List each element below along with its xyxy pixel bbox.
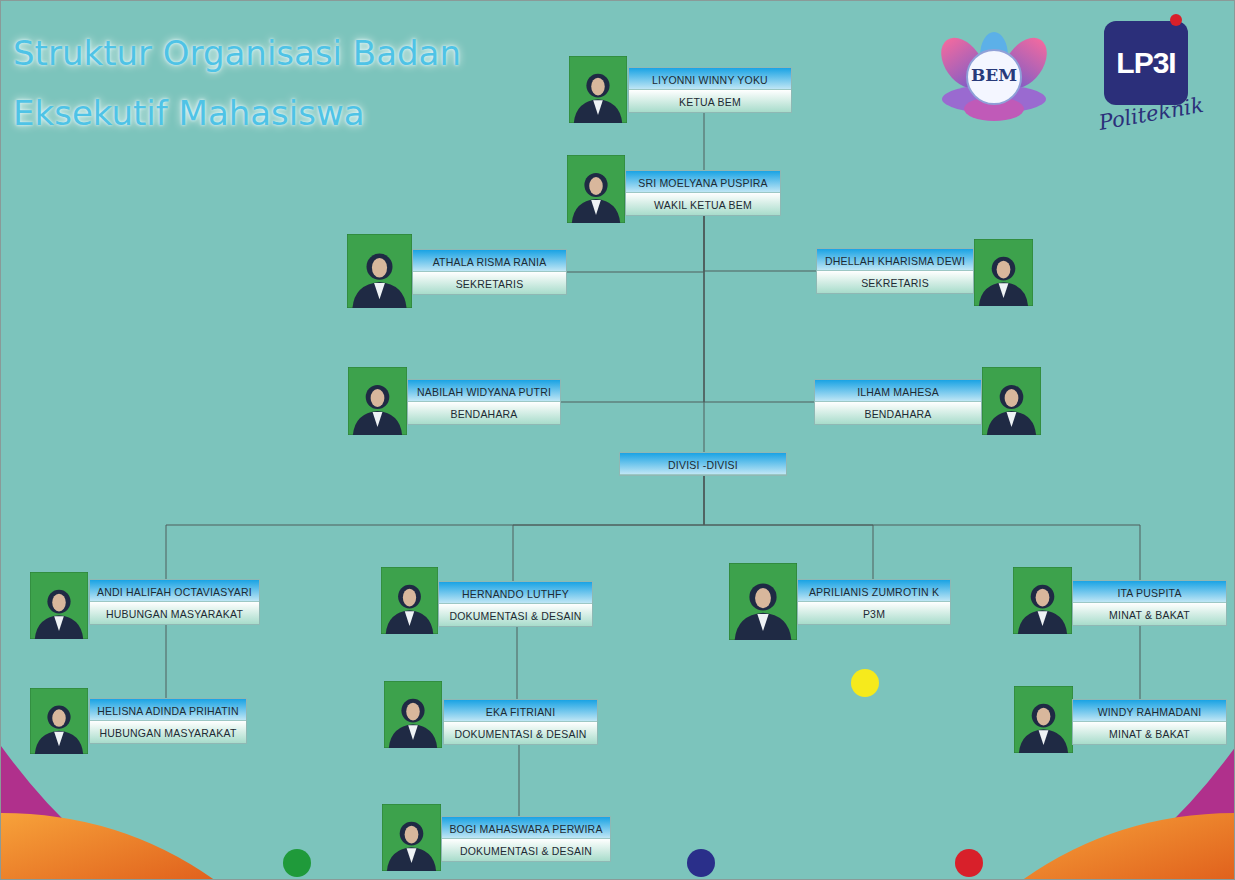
member-name: DIVISI -DIVISI: [668, 454, 738, 476]
name-bar: ATHALA RISMA RANIA: [413, 250, 566, 272]
member-role: P3M: [863, 603, 885, 625]
member-box: DHELLAH KHARISMA DEWISEKRETARIS: [816, 248, 974, 294]
connector: [517, 627, 518, 699]
member-role: SEKRETARIS: [456, 273, 524, 295]
role-bar: P3M: [798, 602, 950, 624]
member-name: SRI MOELYANA PUSPIRA: [638, 172, 768, 194]
member-box: ATHALA RISMA RANIASEKRETARIS: [412, 249, 567, 295]
member-box: HELISNA ADINDA PRIHATINHUBUNGAN MASYARAK…: [89, 698, 247, 744]
role-bar: DOKUMENTASI & DESAIN: [442, 839, 610, 861]
member-box: BOGI MAHASWARA PERWIRADOKUMENTASI & DESA…: [441, 816, 611, 862]
member-name: WINDY RAHMADANI: [1098, 701, 1202, 723]
member-name: NABILAH WIDYANA PUTRI: [417, 381, 551, 403]
member-box: APRILIANIS ZUMROTIN KP3M: [797, 579, 951, 625]
name-bar: ILHAM MAHESA: [815, 380, 981, 402]
connector: [704, 476, 1140, 580]
member-name: ANDI HALIFAH OCTAVIASYARI: [97, 581, 252, 603]
role-bar: BENDAHARA: [408, 402, 560, 424]
member-role: DOKUMENTASI & DESAIN: [460, 840, 592, 862]
member-role: DOKUMENTASI & DESAIN: [449, 605, 581, 627]
role-bar: HUBUNGAN MASYARAKAT: [90, 602, 259, 624]
member-role: BENDAHARA: [864, 403, 931, 425]
name-bar: APRILIANIS ZUMROTIN K: [798, 580, 950, 602]
member-name: ITA PUSPITA: [1117, 582, 1181, 604]
lp3i-logo: [1104, 14, 1188, 105]
member-role: BENDAHARA: [450, 403, 517, 425]
decor-dot: [687, 849, 715, 877]
member-photo: [30, 56, 1073, 871]
name-bar: LIYONNI WINNY YOKU: [629, 68, 791, 90]
connector: [519, 745, 520, 816]
role-bar: MINAT & BAKAT: [1073, 722, 1226, 744]
member-name: HELISNA ADINDA PRIHATIN: [97, 700, 239, 722]
name-bar: SRI MOELYANA PUSPIRA: [626, 171, 780, 193]
member-name: EKA FITRIANI: [486, 701, 556, 723]
role-bar: MINAT & BAKAT: [1073, 603, 1226, 625]
member-role: SEKRETARIS: [861, 272, 929, 294]
member-box: WINDY RAHMADANIMINAT & BAKAT: [1072, 699, 1227, 745]
member-name: LIYONNI WINNY YOKU: [652, 69, 768, 91]
corner-swoosh: [1, 746, 1235, 880]
connector: [1140, 626, 1141, 699]
member-name: ILHAM MAHESA: [857, 381, 939, 403]
name-bar: BOGI MAHASWARA PERWIRA: [442, 817, 610, 839]
role-bar: KETUA BEM: [629, 90, 791, 112]
connector: [561, 216, 704, 402]
member-role: MINAT & BAKAT: [1109, 723, 1190, 745]
connector: [513, 476, 704, 581]
connector: [704, 216, 816, 271]
member-role: MINAT & BAKAT: [1109, 604, 1190, 626]
name-bar: DIVISI -DIVISI: [620, 453, 786, 475]
connector: [704, 113, 705, 170]
decor-dot: [283, 849, 311, 877]
member-box: DIVISI -DIVISI: [619, 452, 787, 476]
role-bar: DOKUMENTASI & DESAIN: [444, 722, 597, 744]
name-bar: ITA PUSPITA: [1073, 581, 1226, 603]
name-bar: HELISNA ADINDA PRIHATIN: [90, 699, 246, 721]
logo-text: LP3I: [1106, 23, 1186, 103]
connector: [704, 216, 705, 452]
member-box: HERNANDO LUTHFYDOKUMENTASI & DESAIN: [438, 581, 593, 627]
member-name: HERNANDO LUTHFY: [462, 583, 569, 605]
member-box: ILHAM MAHESABENDAHARA: [814, 379, 982, 425]
name-bar: NABILAH WIDYANA PUTRI: [408, 380, 560, 402]
member-role: HUBUNGAN MASYARAKAT: [106, 603, 243, 625]
member-role: WAKIL KETUA BEM: [654, 194, 752, 216]
role-bar: HUBUNGAN MASYARAKAT: [90, 721, 246, 743]
diagram-title: Struktur Organisasi Badan Eksekutif Maha…: [13, 23, 553, 143]
name-bar: HERNANDO LUTHFY: [439, 582, 592, 604]
name-bar: DHELLAH KHARISMA DEWI: [817, 249, 973, 271]
name-bar: ANDI HALIFAH OCTAVIASYARI: [90, 580, 259, 602]
logo-text: BEM: [968, 65, 1020, 85]
member-box: ANDI HALIFAH OCTAVIASYARIHUBUNGAN MASYAR…: [89, 579, 260, 625]
role-bar: WAKIL KETUA BEM: [626, 193, 780, 215]
role-bar: DOKUMENTASI & DESAIN: [439, 604, 592, 626]
name-bar: WINDY RAHMADANI: [1073, 700, 1226, 722]
member-role: KETUA BEM: [679, 91, 741, 113]
member-box: LIYONNI WINNY YOKUKETUA BEM: [628, 67, 792, 113]
member-box: EKA FITRIANIDOKUMENTASI & DESAIN: [443, 699, 598, 745]
role-bar: BENDAHARA: [815, 402, 981, 424]
decor-dot: [851, 669, 879, 697]
decor-dot: [955, 849, 983, 877]
role-bar: SEKRETARIS: [817, 271, 973, 293]
member-name: BOGI MAHASWARA PERWIRA: [449, 818, 602, 840]
member-name: ATHALA RISMA RANIA: [433, 251, 547, 273]
connector: [704, 476, 873, 579]
connector: [704, 216, 814, 402]
member-name: DHELLAH KHARISMA DEWI: [825, 250, 965, 272]
member-role: HUBUNGAN MASYARAKAT: [99, 722, 236, 744]
connector: [166, 476, 704, 579]
member-role: DOKUMENTASI & DESAIN: [454, 723, 586, 745]
member-box: ITA PUSPITAMINAT & BAKAT: [1072, 580, 1227, 626]
member-box: NABILAH WIDYANA PUTRIBENDAHARA: [407, 379, 561, 425]
connector: [567, 216, 704, 272]
bem-logo: [932, 30, 1056, 121]
connector: [166, 625, 167, 698]
role-bar: SEKRETARIS: [413, 272, 566, 294]
name-bar: EKA FITRIANI: [444, 700, 597, 722]
member-box: SRI MOELYANA PUSPIRAWAKIL KETUA BEM: [625, 170, 781, 216]
member-name: APRILIANIS ZUMROTIN K: [809, 581, 939, 603]
